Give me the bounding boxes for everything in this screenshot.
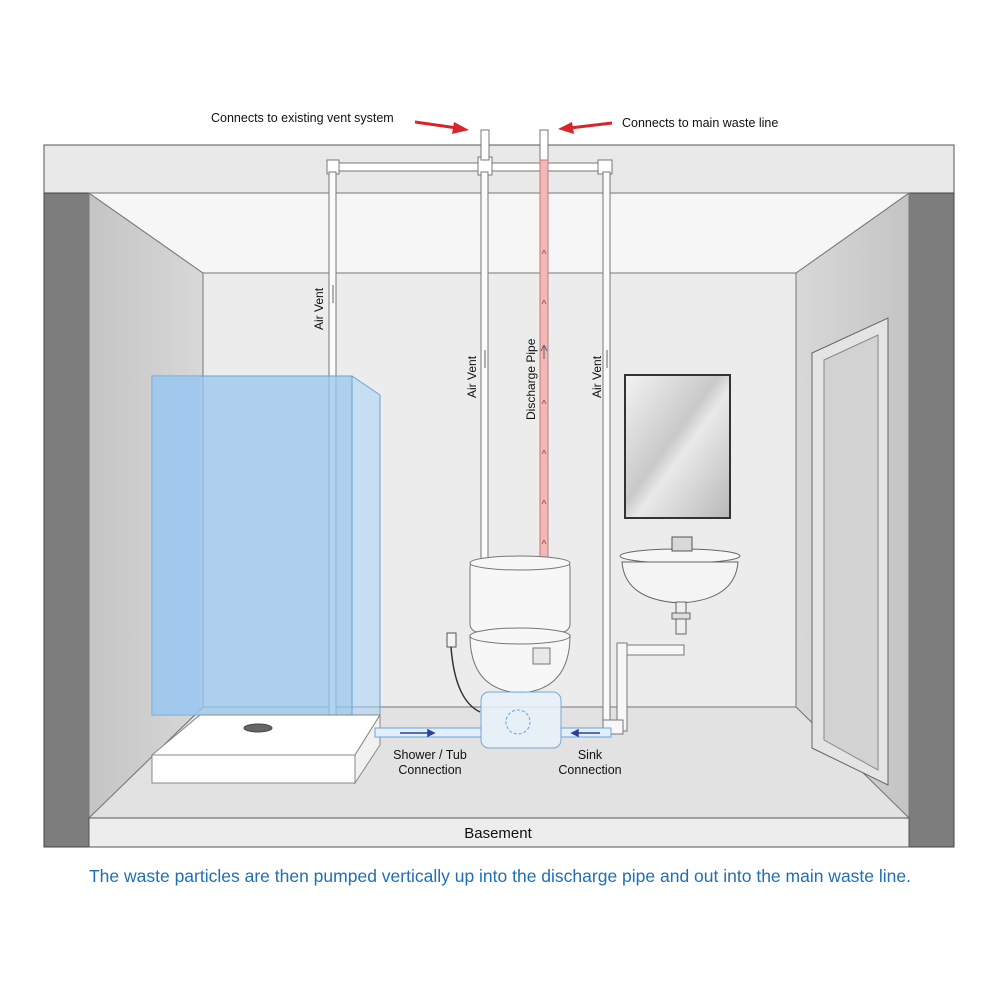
vent-stack-to-roof — [480, 129, 490, 161]
vent-flow-marks — [332, 285, 608, 368]
discharge-flow-arrows — [541, 249, 547, 545]
discharge-pipe-label: Discharge Pipe — [524, 338, 538, 420]
sink — [619, 536, 741, 635]
air-vent-pipe-right — [602, 171, 611, 728]
main-waste-label: Connects to main waste line — [622, 116, 778, 130]
inlet-flow-arrows — [400, 728, 600, 738]
wall-outlet — [446, 632, 457, 648]
air-vent-label-left: Air Vent — [312, 287, 326, 330]
air-vent-label-center: Air Vent — [465, 355, 479, 398]
floor-slab — [88, 817, 910, 848]
vent-header — [326, 156, 613, 176]
power-cord — [450, 646, 481, 713]
shower-connection-label-line1: Shower / Tub — [393, 748, 467, 762]
shower-drain — [243, 723, 273, 733]
shower-connection-label-line2: Connection — [398, 763, 461, 777]
right-outer-wall — [908, 192, 955, 848]
air-vent-label-right: Air Vent — [590, 355, 604, 398]
shower-enclosure — [151, 375, 381, 716]
toilet — [469, 555, 571, 694]
vent-connection-arrow — [414, 120, 469, 134]
caption: The waste particles are then pumped vert… — [88, 866, 911, 886]
mirror — [624, 374, 731, 519]
floor-label: Basement — [464, 825, 532, 842]
door-opening — [823, 334, 879, 771]
waste-connection-arrow — [558, 121, 613, 134]
sink-faucet — [671, 536, 693, 552]
waste-stack-to-roof — [539, 129, 549, 161]
macerator-unit — [480, 647, 562, 749]
left-outer-wall — [43, 192, 90, 848]
shower-tray — [150, 713, 381, 785]
vent-system-label: Connects to existing vent system — [211, 111, 394, 125]
ceiling-interior — [87, 192, 911, 274]
air-vent-pipe-center — [480, 171, 489, 573]
sink-connection-label-line2: Connection — [558, 763, 621, 777]
sink-connection-label-line1: Sink — [578, 748, 603, 762]
